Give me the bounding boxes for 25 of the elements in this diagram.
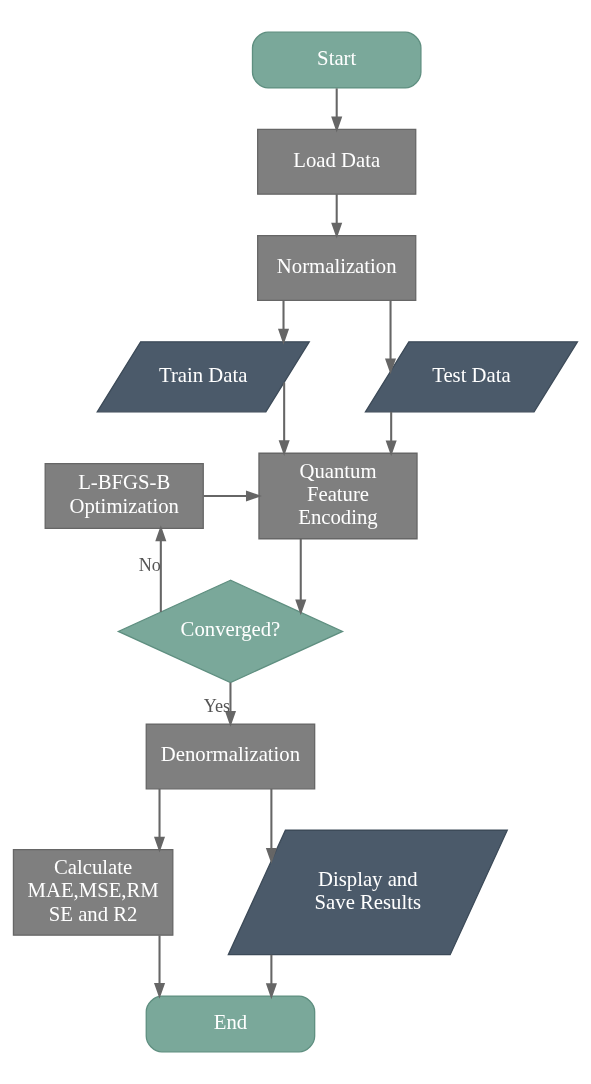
arrow (265, 954, 277, 1000)
node-diamond: Converged? (116, 579, 345, 684)
arrow (278, 382, 290, 457)
edge-label: No (138, 555, 161, 576)
arrow (265, 789, 277, 864)
arrow (155, 525, 167, 612)
node-box: Denormalization (145, 723, 316, 790)
arrow (385, 411, 397, 457)
arrow (331, 194, 343, 239)
node-box: End (145, 995, 316, 1053)
arrow (331, 88, 343, 133)
node-box: L-BFGS-B Optimization (44, 462, 204, 530)
arrow (154, 789, 166, 853)
arrow (224, 682, 236, 727)
arrow (277, 300, 290, 345)
arrow (154, 935, 166, 999)
node-box: Normalization (257, 234, 417, 301)
node-box: Load Data (257, 128, 417, 195)
node-box: Start (251, 31, 422, 89)
arrow (203, 490, 262, 502)
arrow (295, 538, 307, 616)
node-box: Quantum Feature Encoding (258, 452, 418, 540)
arrow (385, 300, 397, 375)
node-box: Calculate MAE,MSE,RM SE and R2 (12, 849, 174, 936)
edge-label: Yes (203, 695, 231, 716)
